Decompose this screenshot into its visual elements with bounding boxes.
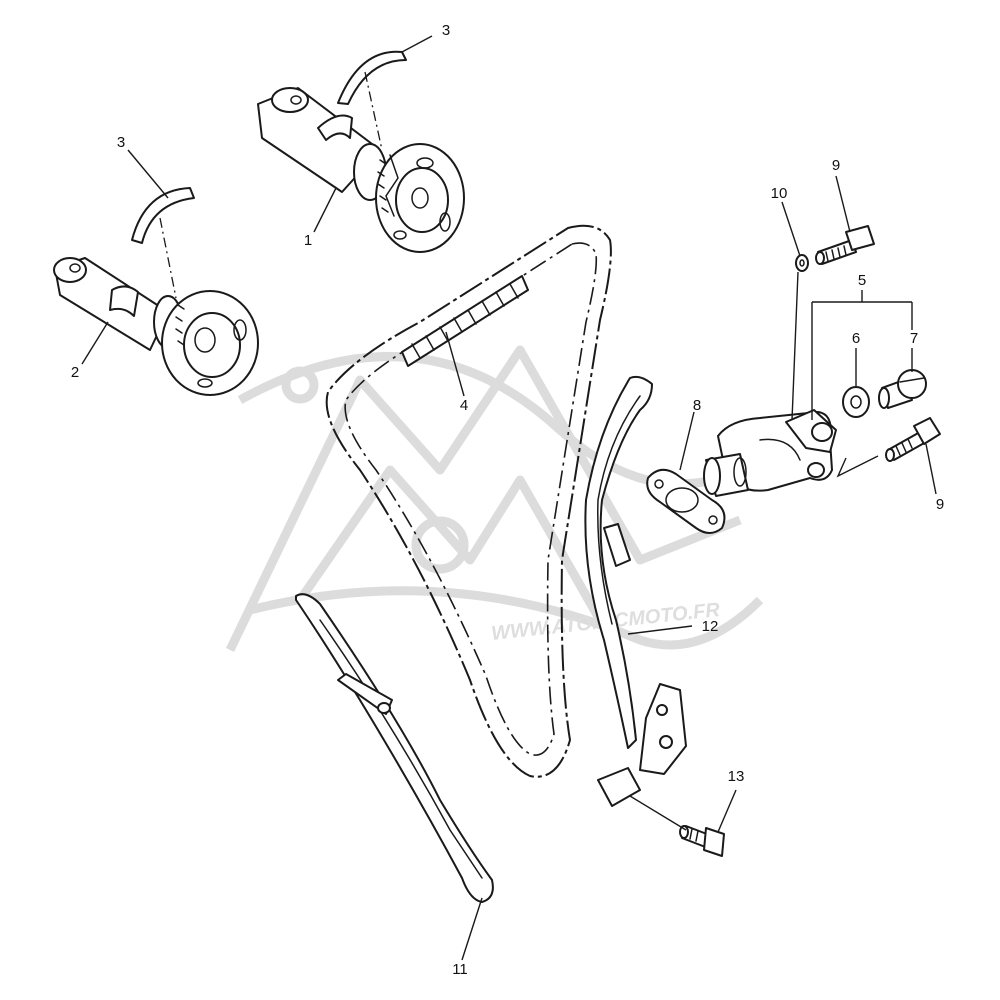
cam-chain [325,224,612,778]
clip-upper-axis [364,71,383,151]
bolt13-line [629,795,687,831]
leader-guide-right [627,625,693,635]
leader-camshaft-upper [313,187,337,233]
leader-bolt-bottom [717,789,737,833]
callout-guide-right: 12 [702,618,719,635]
bracket-line [836,455,879,478]
callout-washer: 6 [852,330,860,347]
bolt-top [815,225,875,265]
camshaft-upper [257,87,465,253]
callout-camshaft-upper: 1 [304,232,312,249]
tensioner-assembly-line [791,271,799,421]
chain-guide-left [295,593,494,903]
callout-cap-bolt: 7 [910,330,918,347]
callout-bolt-right: 9 [936,496,944,513]
cam-chain-tensioner [703,409,837,497]
callout-clip-upper: 3 [442,22,450,39]
leader-camshaft-lower [81,321,109,365]
chain-link-section [401,275,529,367]
leader-small-washer [781,201,801,257]
callout-guide-left: 11 [452,961,468,978]
clip-lower [131,187,195,244]
small-washer [795,254,809,272]
callout-bolt-top: 9 [832,157,840,174]
clip-upper [337,50,407,105]
callout-gasket: 8 [693,397,701,414]
callout-cam-chain: 4 [460,397,468,414]
callout-bolt-bottom: 13 [728,768,745,785]
tensioner-bracket [811,290,913,420]
leader-gasket [679,411,695,471]
leader-bolt-right [925,443,937,495]
gasket [646,468,726,534]
callout-camshaft-lower: 2 [71,364,79,381]
callout-small-washer: 10 [771,185,788,202]
clip-lower-axis [159,217,177,299]
callout-clip-lower: 3 [117,134,125,151]
leader-guide-left [461,897,483,961]
leader-clip-lower [127,149,169,199]
cap-bolt [878,369,927,409]
leader-bolt-top [835,175,851,233]
chain-guide-right [584,375,687,807]
camshaft-lower [53,257,259,396]
bolt-right [885,417,941,462]
callout-tensioner: 5 [858,272,866,289]
leader-chain [445,331,465,397]
leader-clip-upper [401,35,433,53]
bolt-bottom [679,825,725,857]
washer [842,386,870,418]
